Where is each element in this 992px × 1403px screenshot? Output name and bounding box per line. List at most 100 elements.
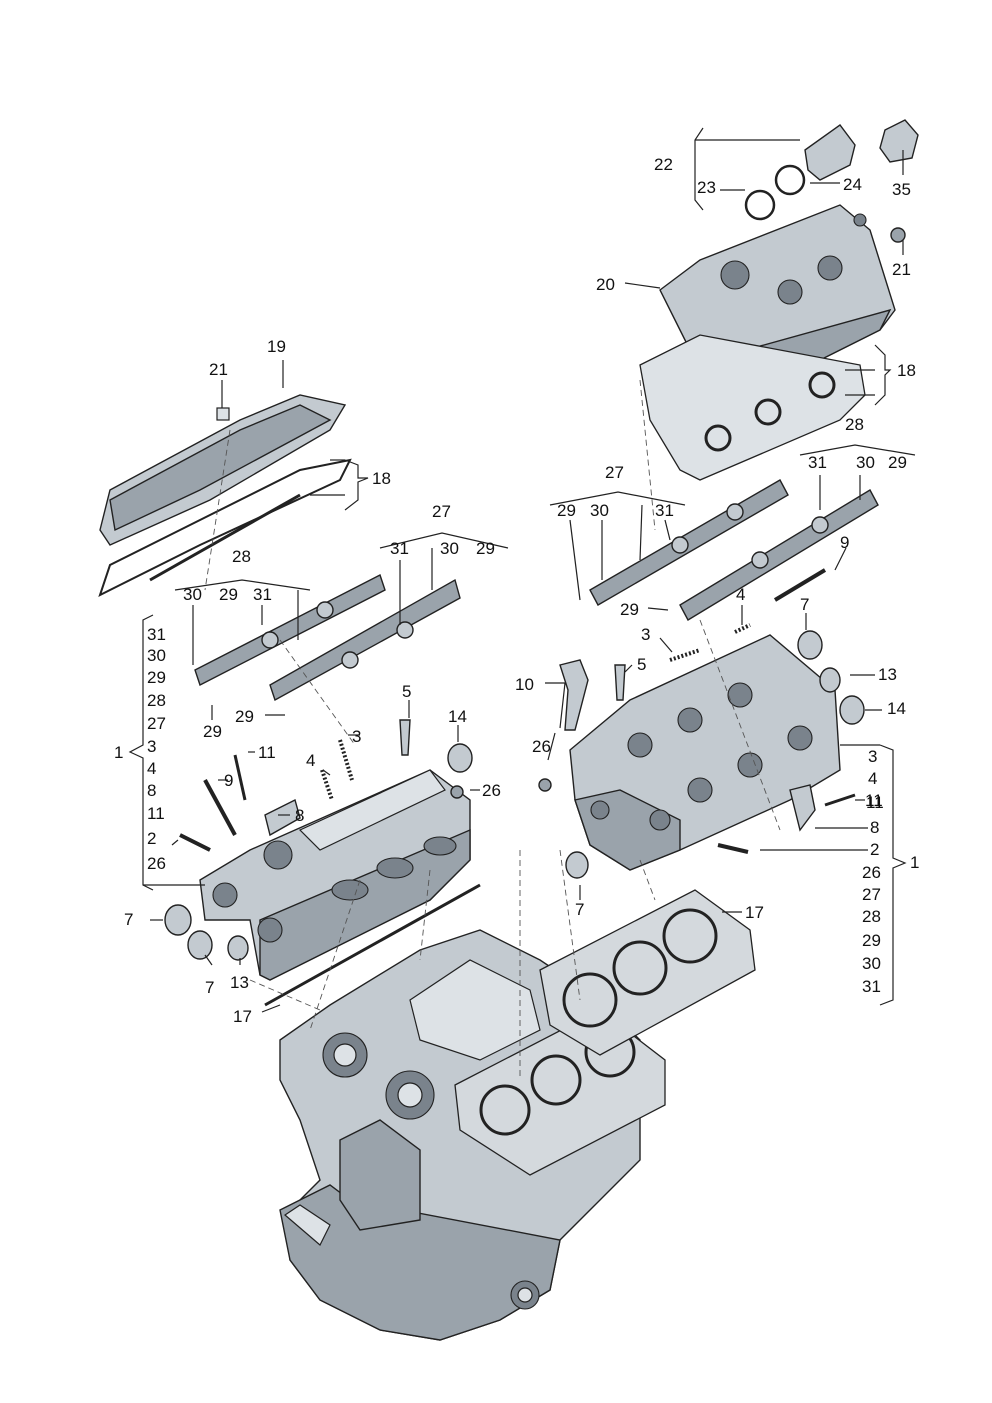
callout-11-left: 11 [258, 743, 276, 762]
callout-13-left: 13 [230, 973, 249, 992]
callout-21-left: 21 [209, 360, 228, 379]
legend-left-item: 11 [147, 804, 165, 823]
callout-29-left-low: 29 [203, 722, 222, 741]
seal-7-left-b [187, 930, 213, 960]
spring-3-left [338, 739, 354, 781]
callout-30-left-top: 30 [440, 539, 459, 558]
callout-27-right: 27 [605, 463, 624, 482]
legend-right-item: 27 [862, 885, 881, 904]
cylinder-head-right [569, 634, 841, 871]
callout-1-left: 1 [114, 743, 123, 762]
callout-17-left: 17 [233, 1007, 252, 1026]
callout-31-right-top: 31 [808, 453, 827, 472]
legend-left-item: 29 [147, 668, 166, 687]
legend-left-item: 2 [147, 829, 156, 848]
callout-7-left-b: 7 [205, 978, 214, 997]
plug-26-left [450, 785, 464, 799]
cover-gasket-left [98, 458, 352, 597]
head-gasket-upper [539, 889, 756, 1056]
callout-22: 22 [654, 155, 673, 174]
seal-13-left [227, 935, 249, 961]
spring-4-left [320, 769, 334, 801]
callout-31-right-mid: 31 [655, 501, 674, 520]
spring-3-right [669, 648, 701, 662]
cylinder-head-left [199, 769, 471, 981]
legend-left-item: 28 [147, 691, 166, 710]
callout-9-right: 9 [840, 533, 849, 552]
callout-14-left: 14 [448, 707, 467, 726]
bracket-8-right [789, 784, 816, 832]
callout-28-left: 28 [232, 547, 251, 566]
callout-26-right: 26 [532, 737, 551, 756]
legend-left-item: 27 [147, 714, 166, 733]
callout-1-right: 1 [910, 853, 919, 872]
legend-left: 31 30 29 28 27 3 4 8 11 2 26 [147, 625, 166, 873]
spring-4-right [734, 623, 751, 634]
legend-left-item: 31 [147, 625, 166, 644]
callout-35: 35 [892, 180, 911, 199]
legend-right-item: 11 [866, 793, 884, 812]
callout-26-left: 26 [482, 781, 501, 800]
callout-3-left: 3 [352, 727, 361, 746]
seal-7-right-a [797, 630, 823, 660]
callout-13-right: 13 [878, 665, 897, 684]
bolt-9-right [773, 568, 827, 602]
stud-2-left [179, 833, 211, 852]
seal-14-left [447, 743, 473, 773]
legend-right-item: 28 [862, 907, 881, 926]
cap-35 [879, 119, 919, 163]
oil-filler-cap [744, 124, 856, 221]
seal-13-right [819, 667, 841, 693]
assembly-lines [204, 379, 781, 1080]
callout-19: 19 [267, 337, 286, 356]
sensor-5-left [399, 719, 411, 756]
legend-right-item: 3 [868, 747, 877, 766]
seal-7-left-a [164, 904, 192, 936]
cover-gasket-strip-left [149, 493, 301, 582]
bolt-9-left [203, 779, 237, 836]
bolt-11-left [233, 754, 247, 801]
bracket-8-left [264, 798, 301, 837]
callout-21-right: 21 [892, 260, 911, 279]
engine-block [279, 929, 641, 1341]
callout-27-left: 27 [432, 502, 451, 521]
legend-left-item: 4 [147, 759, 156, 778]
callout-29-left-bar: 29 [235, 707, 254, 726]
callout-labels: 22 23 24 35 21 20 18 28 31 30 29 27 29 3… [114, 155, 919, 1026]
legend-right-item: 2 [870, 840, 879, 859]
callout-7-right-bottom: 7 [575, 900, 584, 919]
legend-left-item: 30 [147, 646, 166, 665]
valve-cover-left [99, 394, 347, 546]
camshafts-right [589, 479, 879, 621]
gasket-strip-left [264, 883, 481, 1007]
bolt-11-right [824, 793, 856, 807]
callout-3-right: 3 [641, 625, 650, 644]
legend-right-item: 29 [862, 931, 881, 950]
callout-30-right-top: 30 [856, 453, 875, 472]
callout-24: 24 [843, 175, 862, 194]
callout-14-right: 14 [887, 699, 906, 718]
legend-right: 3 4 11 8 2 26 27 28 29 30 31 [862, 747, 884, 996]
callout-10: 10 [515, 675, 534, 694]
stud-2-right [717, 843, 749, 854]
callout-7-left-a: 7 [124, 910, 133, 929]
legend-right-item: 31 [862, 977, 881, 996]
callout-29-right-top: 29 [888, 453, 907, 472]
seal-14-right [839, 695, 865, 725]
cover-gasket-right [639, 334, 866, 481]
nut-21-right [890, 227, 906, 243]
leader-lines [128, 127, 916, 1013]
cover-gasket-seal-2 [754, 398, 782, 426]
bracket-10 [559, 659, 589, 731]
callout-28-right: 28 [845, 415, 864, 434]
callout-7-right-top: 7 [800, 595, 809, 614]
callout-17-right: 17 [745, 903, 764, 922]
seal-7-right-b [565, 851, 589, 879]
callout-23: 23 [697, 178, 716, 197]
legend-left-item: 26 [147, 854, 166, 873]
callout-18-right: 18 [897, 361, 916, 380]
callout-9-left: 9 [224, 771, 233, 790]
callout-11-right: 11 [865, 791, 883, 810]
plug-26-right [538, 778, 552, 792]
